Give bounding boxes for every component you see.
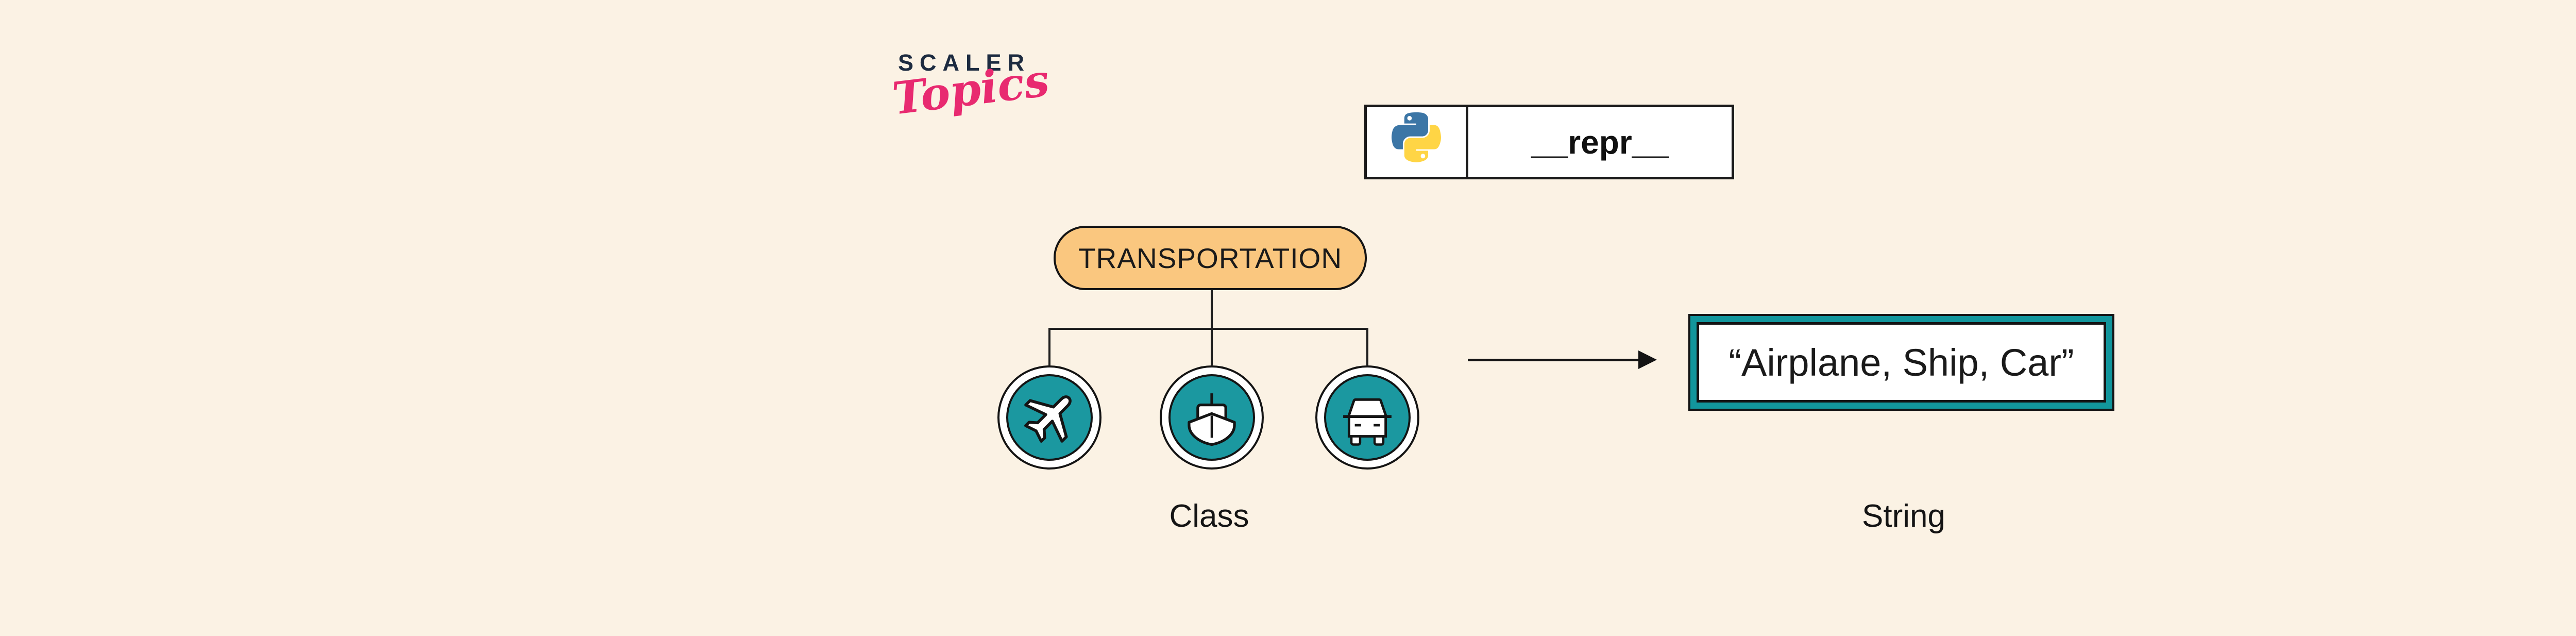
python-logo-cell — [1367, 107, 1468, 177]
class-caption: Class — [1169, 498, 1249, 534]
airplane-node — [997, 365, 1101, 470]
result-string-text: “Airplane, Ship, Car” — [1697, 322, 2106, 403]
arrow-head-icon — [1638, 350, 1657, 369]
ship-node-inner — [1168, 374, 1255, 461]
connector-drop-right — [1366, 328, 1368, 365]
ship-icon — [1181, 387, 1243, 448]
ship-node — [1160, 365, 1264, 470]
scaler-topics-logo: SCALER Topics — [890, 49, 1052, 125]
airplane-icon — [1019, 387, 1080, 448]
connector-drop-left — [1048, 328, 1050, 365]
transform-arrow — [1468, 350, 1657, 369]
python-logo-icon — [1385, 111, 1447, 173]
connector-root-drop — [1211, 290, 1213, 328]
repr-method-label: __repr__ — [1531, 123, 1669, 161]
car-node — [1315, 365, 1419, 470]
result-string-box: “Airplane, Ship, Car” — [1688, 314, 2114, 411]
car-node-inner — [1324, 374, 1411, 461]
transportation-label: TRANSPORTATION — [1078, 242, 1343, 274]
transportation-class-node: TRANSPORTATION — [1054, 226, 1367, 290]
arrow-shaft — [1468, 359, 1640, 361]
airplane-node-inner — [1006, 374, 1093, 461]
python-repr-chip: __repr__ — [1364, 105, 1734, 179]
string-caption: String — [1862, 498, 1945, 534]
car-icon — [1336, 387, 1398, 448]
connector-horizontal — [1048, 328, 1368, 330]
connector-drop-mid — [1211, 328, 1213, 365]
scaler-wordmark: SCALER — [898, 49, 1031, 76]
